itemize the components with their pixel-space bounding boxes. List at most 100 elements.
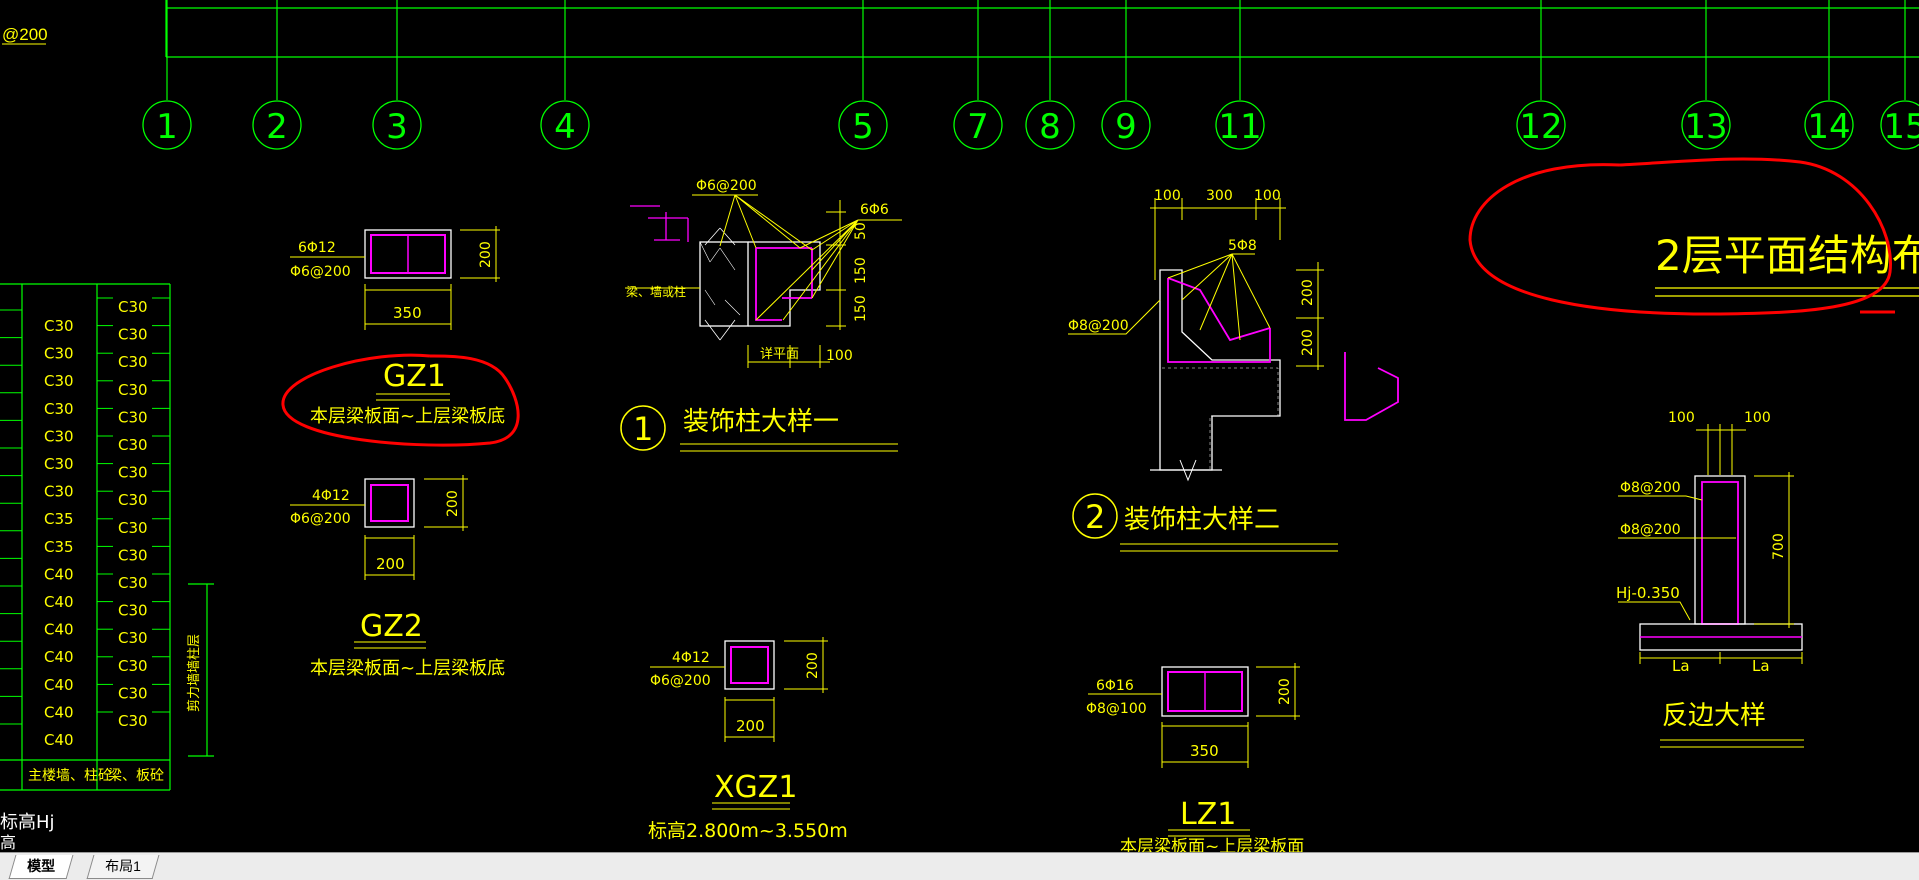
table-cell: C30 — [44, 345, 74, 363]
axis-label: 14 — [1807, 107, 1850, 147]
axis-bubble: 14 — [1804, 100, 1854, 150]
lz1-width: 350 — [1190, 742, 1219, 760]
axis-label: 3 — [386, 107, 408, 147]
xgz1-desc: 标高2.800m~3.550m — [648, 820, 848, 842]
xgz1-stirrup: Φ6@200 — [650, 673, 711, 689]
xgz1-rebar: 4Φ12 — [672, 650, 710, 666]
table-cell: C40 — [44, 593, 74, 611]
fanbian-d100a: 100 — [1668, 410, 1695, 426]
axis-bubble: 15 — [1880, 100, 1919, 150]
gz2-height: 200 — [445, 490, 461, 517]
tab-layout-1[interactable]: 布局1 — [86, 855, 160, 879]
table-cell: C35 — [44, 510, 74, 528]
table-cell: C30 — [118, 408, 148, 426]
table-bottom-2: 高 — [0, 833, 16, 852]
gz1-stirrup: Φ6@200 — [290, 264, 351, 280]
gz1-name: GZ1 — [383, 359, 446, 394]
detail-1-dim-50: 50 — [853, 222, 869, 240]
detail-2-num: 2 — [1085, 498, 1105, 536]
table-cell: C30 — [118, 629, 148, 647]
table-footer-2: 梁、板砼 — [108, 768, 164, 784]
xgz1-section: 4Φ12 Φ6@200 200 200 XGZ1 标高2.800m~3.550m — [648, 637, 848, 842]
table-bottom-1: 标高Hj — [0, 812, 55, 833]
lz1-rebar: 6Φ16 — [1096, 678, 1134, 694]
axis-label: 5 — [852, 107, 874, 147]
fanbian-d100b: 100 — [1744, 410, 1771, 426]
table-cell: C30 — [118, 353, 148, 371]
detail-1-dim-100: 100 — [826, 348, 853, 364]
fanbian-title: 反边大样 — [1662, 701, 1766, 731]
axis-grid — [165, 0, 1919, 100]
gz2-rebar: 4Φ12 — [312, 488, 350, 504]
axis-bubble: 11 — [1215, 100, 1265, 150]
axis-label: 4 — [554, 107, 576, 147]
gz1-rebar: 6Φ12 — [298, 240, 336, 256]
drawing-title: 2层平面结构布置图 — [1655, 231, 1919, 280]
detail-1-plan: 详平面 — [760, 347, 799, 362]
fanbian-h700: 700 — [1771, 533, 1787, 560]
lz1-section: 6Φ16 Φ8@100 350 200 LZ1 本层梁板面~上层梁板面 — [1086, 663, 1304, 852]
detail-1-title: 装饰柱大样一 — [683, 407, 839, 437]
axis-label: 9 — [1115, 107, 1137, 147]
drawing-title-block: 2层平面结构布置图 — [1655, 231, 1919, 297]
gz1-section: 6Φ12 Φ6@200 350 200 GZ1 本层梁板面~上层梁板底 — [290, 226, 505, 427]
table-cell: C40 — [44, 565, 74, 583]
axis-label: 11 — [1218, 107, 1261, 147]
table-cell: C30 — [118, 436, 148, 454]
lz1-height: 200 — [1277, 678, 1293, 705]
gz2-stirrup: Φ6@200 — [290, 511, 351, 527]
detail-1-bars: 6Φ6 — [860, 202, 889, 218]
gz2-width: 200 — [376, 555, 405, 573]
detail-2-dim-100b: 100 — [1254, 188, 1281, 204]
detail-1-beam: 梁、墙或柱 — [626, 284, 686, 299]
table-cell: C30 — [118, 657, 148, 675]
detail-1-stirrup: Φ6@200 — [696, 178, 757, 194]
lz1-desc: 本层梁板面~上层梁板面 — [1120, 837, 1304, 852]
concrete-grade-table — [0, 283, 214, 791]
axis-bubble: 5 — [838, 100, 888, 150]
gz2-desc: 本层梁板面~上层梁板底 — [310, 658, 505, 679]
detail-2-stirrup: Φ8@200 — [1068, 318, 1129, 334]
table-cell: C40 — [44, 703, 74, 721]
table-cell: C30 — [118, 326, 148, 344]
table-cell: C30 — [118, 519, 148, 537]
table-side-label: 剪力墙墙柱层 — [186, 634, 202, 712]
table-cell: C30 — [44, 372, 74, 390]
table-cell: C30 — [44, 483, 74, 501]
xgz1-width: 200 — [736, 717, 765, 735]
table-cell: C40 — [44, 676, 74, 694]
table-rows: C30C30C30C30C30C30C30C30C30C30C30C30C30C… — [0, 297, 170, 749]
gz1-height: 200 — [478, 241, 494, 268]
table-cell: C40 — [44, 621, 74, 639]
table-cell: C30 — [118, 574, 148, 592]
table-cell: C40 — [44, 648, 74, 666]
axis-label: 15 — [1883, 107, 1919, 147]
table-cell: C30 — [118, 684, 148, 702]
detail-2-h200b: 200 — [1300, 329, 1316, 356]
xgz1-name: XGZ1 — [714, 770, 797, 805]
axis-bubble: 3 — [372, 100, 422, 150]
table-footer-1: 主楼墙、柱砼 — [28, 768, 112, 784]
gz2-section: 4Φ12 Φ6@200 200 200 GZ2 本层梁板面~上层梁板底 — [290, 475, 505, 679]
detail-2-dim-300: 300 — [1206, 188, 1233, 204]
axis-label: 8 — [1039, 107, 1061, 147]
detail-1-dim-150a: 150 — [853, 257, 869, 284]
table-cell: C30 — [118, 602, 148, 620]
axis-bubble: 1 — [142, 100, 192, 150]
layout-tab-bar: 模型 布局1 — [0, 852, 1919, 880]
axis-label: 1 — [156, 107, 178, 147]
tab-model[interactable]: 模型 — [8, 855, 74, 879]
detail-2-title: 装饰柱大样二 — [1124, 505, 1280, 535]
red-markups — [281, 157, 1895, 447]
gz2-name: GZ2 — [360, 609, 423, 644]
axis-bubble: 12 — [1516, 100, 1566, 150]
axis-bubble: 2 — [252, 100, 302, 150]
fanbian-la-1: La — [1672, 657, 1690, 675]
detail-2-h200a: 200 — [1300, 279, 1316, 306]
table-cell: C30 — [44, 427, 74, 445]
axis-label: 13 — [1684, 107, 1727, 147]
lz1-name: LZ1 — [1180, 797, 1236, 832]
fanbian-detail: 100 100 Φ8@200 Φ8@200 Hj-0.350 700 La La… — [1616, 410, 1804, 748]
